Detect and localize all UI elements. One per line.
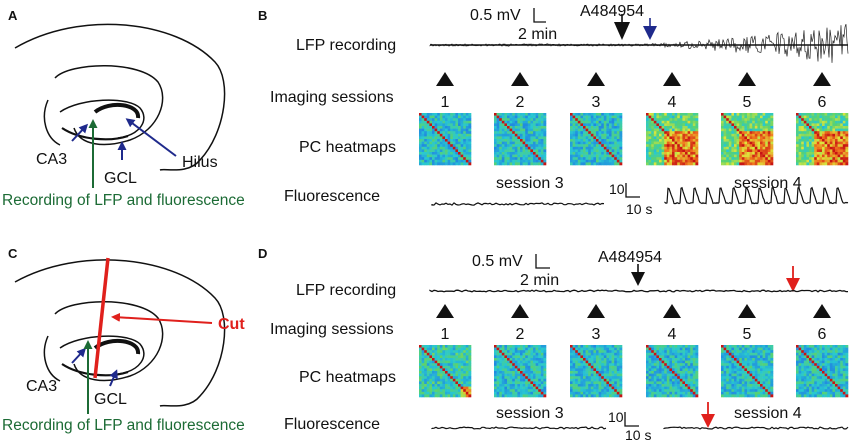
ca3-arrow-a [71,123,89,142]
fluorescence-row-label-b: Fluorescence [284,188,380,205]
session-number-2: 2 [516,326,525,343]
fluorescence-trace-b [431,186,849,206]
panel-a-letter: A [8,8,18,23]
fluor-scale-bar-b [625,183,640,198]
session-number-3: 3 [592,326,601,343]
fluor-scale-x-b: 10 s [626,201,652,217]
second-drug-arrow-b [643,26,657,40]
session-number-4: 4 [668,94,677,111]
imaging-sessions-d: 1 2 3 4 5 6 [436,304,831,343]
lfp-trace-d [429,289,848,293]
lfp-scale-bar-d [535,254,550,269]
gcl-label-c: GCL [94,391,127,408]
session-marker-5 [738,304,756,318]
hilus-label-a: Hilus [182,154,218,171]
drug-arrow-b [614,22,630,40]
cut-arrow-d [786,278,800,292]
pc-heatmap-5 [721,113,774,166]
session-marker-6 [813,304,831,318]
imaging-row-label-d: Imaging sessions [270,321,394,338]
session-number-4: 4 [668,326,677,343]
hippocampus-drawing-a [14,23,226,171]
session-marker-4 [663,72,681,86]
ca3-label-a: CA3 [36,151,67,168]
session-marker-6 [813,72,831,86]
pc-heatmaps-d [419,345,849,398]
session-number-2: 2 [516,94,525,111]
session-left-label-d: session 3 [496,405,564,422]
session-left-label-b: session 3 [496,175,564,192]
pc-heatmap-3 [570,345,623,398]
session-marker-4 [663,304,681,318]
session-marker-1 [436,304,454,318]
session-number-6: 6 [818,94,827,111]
session-number-1: 1 [441,326,450,343]
session-number-5: 5 [743,94,752,111]
panel-c-letter: C [8,246,18,261]
cut-line-c [93,257,110,379]
drug-label-d: A484954 [598,249,662,266]
session-right-label-d: session 4 [734,405,802,422]
ca3-label-c: CA3 [26,378,57,395]
cut-arrow-fluor-d [701,414,715,428]
pc-heatmap-1 [419,113,472,166]
session-right-label-b: session 4 [734,175,802,192]
panel-d-letter: D [258,246,267,261]
imaging-row-label-b: Imaging sessions [270,89,394,106]
session-marker-3 [587,304,605,318]
fluor-scale-y-b: 10 [609,181,625,197]
drug-label-b: A484954 [580,3,644,20]
pc-heatmap-5 [721,345,774,398]
session-marker-3 [587,72,605,86]
lfp-scale-min-b: 2 min [518,26,557,43]
fluor-scale-bar-d [624,412,639,427]
fluor-scale-x-d: 10 s [625,427,651,441]
fluor-scale-y-d: 10 [608,409,624,425]
ca3-arrow-c [71,347,87,364]
pc-heatmap-2 [494,345,547,398]
cut-label-c: Cut [218,316,245,333]
pc-heatmaps-b [419,113,849,166]
fluorescence-row-label-d: Fluorescence [284,416,380,433]
session-number-5: 5 [743,326,752,343]
lfp-scale-min-d: 2 min [520,272,559,289]
session-number-6: 6 [818,326,827,343]
hilus-arrow-a [125,118,177,157]
imaging-sessions-b: 1 2 3 4 5 6 [436,72,831,111]
drug-arrow-d [631,272,645,286]
fluorescence-trace-d [431,426,849,430]
lfp-row-label-d: LFP recording [296,282,396,299]
pc-heatmap-4 [646,345,699,398]
gcl-label-a: GCL [104,170,137,187]
session-number-3: 3 [592,94,601,111]
panel-b-letter: B [258,8,267,23]
heatmaps-row-label-d: PC heatmaps [299,369,396,386]
lfp-trace-b [429,23,849,63]
lfp-scale-mv-d: 0.5 mV [472,253,523,270]
session-number-1: 1 [441,94,450,111]
session-marker-2 [511,72,529,86]
lfp-row-label-b: LFP recording [296,37,396,54]
pc-heatmap-4 [646,113,699,166]
cut-arrow-c [111,312,213,324]
pc-heatmap-2 [494,113,547,166]
pc-heatmap-6 [796,113,849,166]
pc-heatmap-1 [419,345,472,398]
session-marker-1 [436,72,454,86]
lfp-scale-bar-b [533,8,546,23]
session-marker-2 [511,304,529,318]
pc-heatmap-6 [796,345,849,398]
heatmaps-row-label-b: PC heatmaps [299,139,396,156]
lfp-scale-mv-b: 0.5 mV [470,7,521,24]
pc-heatmap-3 [570,113,623,166]
session-marker-5 [738,72,756,86]
hippocampus-drawing-c [14,259,226,407]
recording-label-a: Recording of LFP and fluorescence [2,192,245,209]
recording-label-c: Recording of LFP and fluorescence [2,417,245,434]
gcl-arrow-c [109,369,118,387]
